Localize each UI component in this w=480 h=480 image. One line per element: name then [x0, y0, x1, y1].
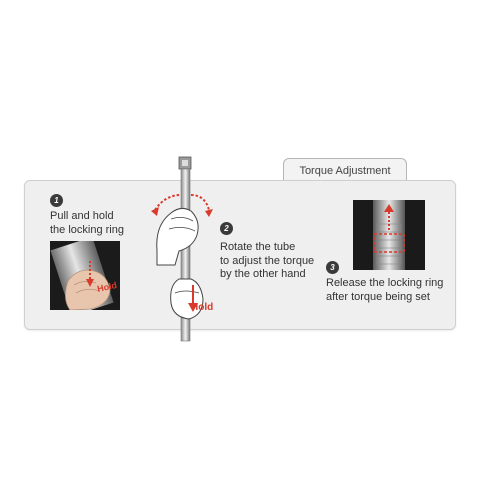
step-1-text: Pull and hold the locking ring [50, 210, 124, 236]
step-3-number: 3 [326, 261, 339, 274]
step-3-photo [353, 200, 425, 270]
torque-adjustment-tab: Torque Adjustment [283, 158, 407, 182]
release-locking-ring-illustration [353, 200, 425, 270]
torque-wrench-illustration [151, 156, 213, 342]
step-1-photo [50, 241, 120, 310]
step-3-text: Release the locking ring after torque be… [326, 277, 444, 303]
hold-wrench-label: Hold [191, 302, 214, 313]
step-1-number: 1 [50, 194, 63, 207]
pull-locking-ring-illustration [50, 241, 120, 310]
step-2-text: Rotate the tube to adjust the torque by … [220, 241, 315, 280]
step-2-number: 2 [220, 222, 233, 235]
